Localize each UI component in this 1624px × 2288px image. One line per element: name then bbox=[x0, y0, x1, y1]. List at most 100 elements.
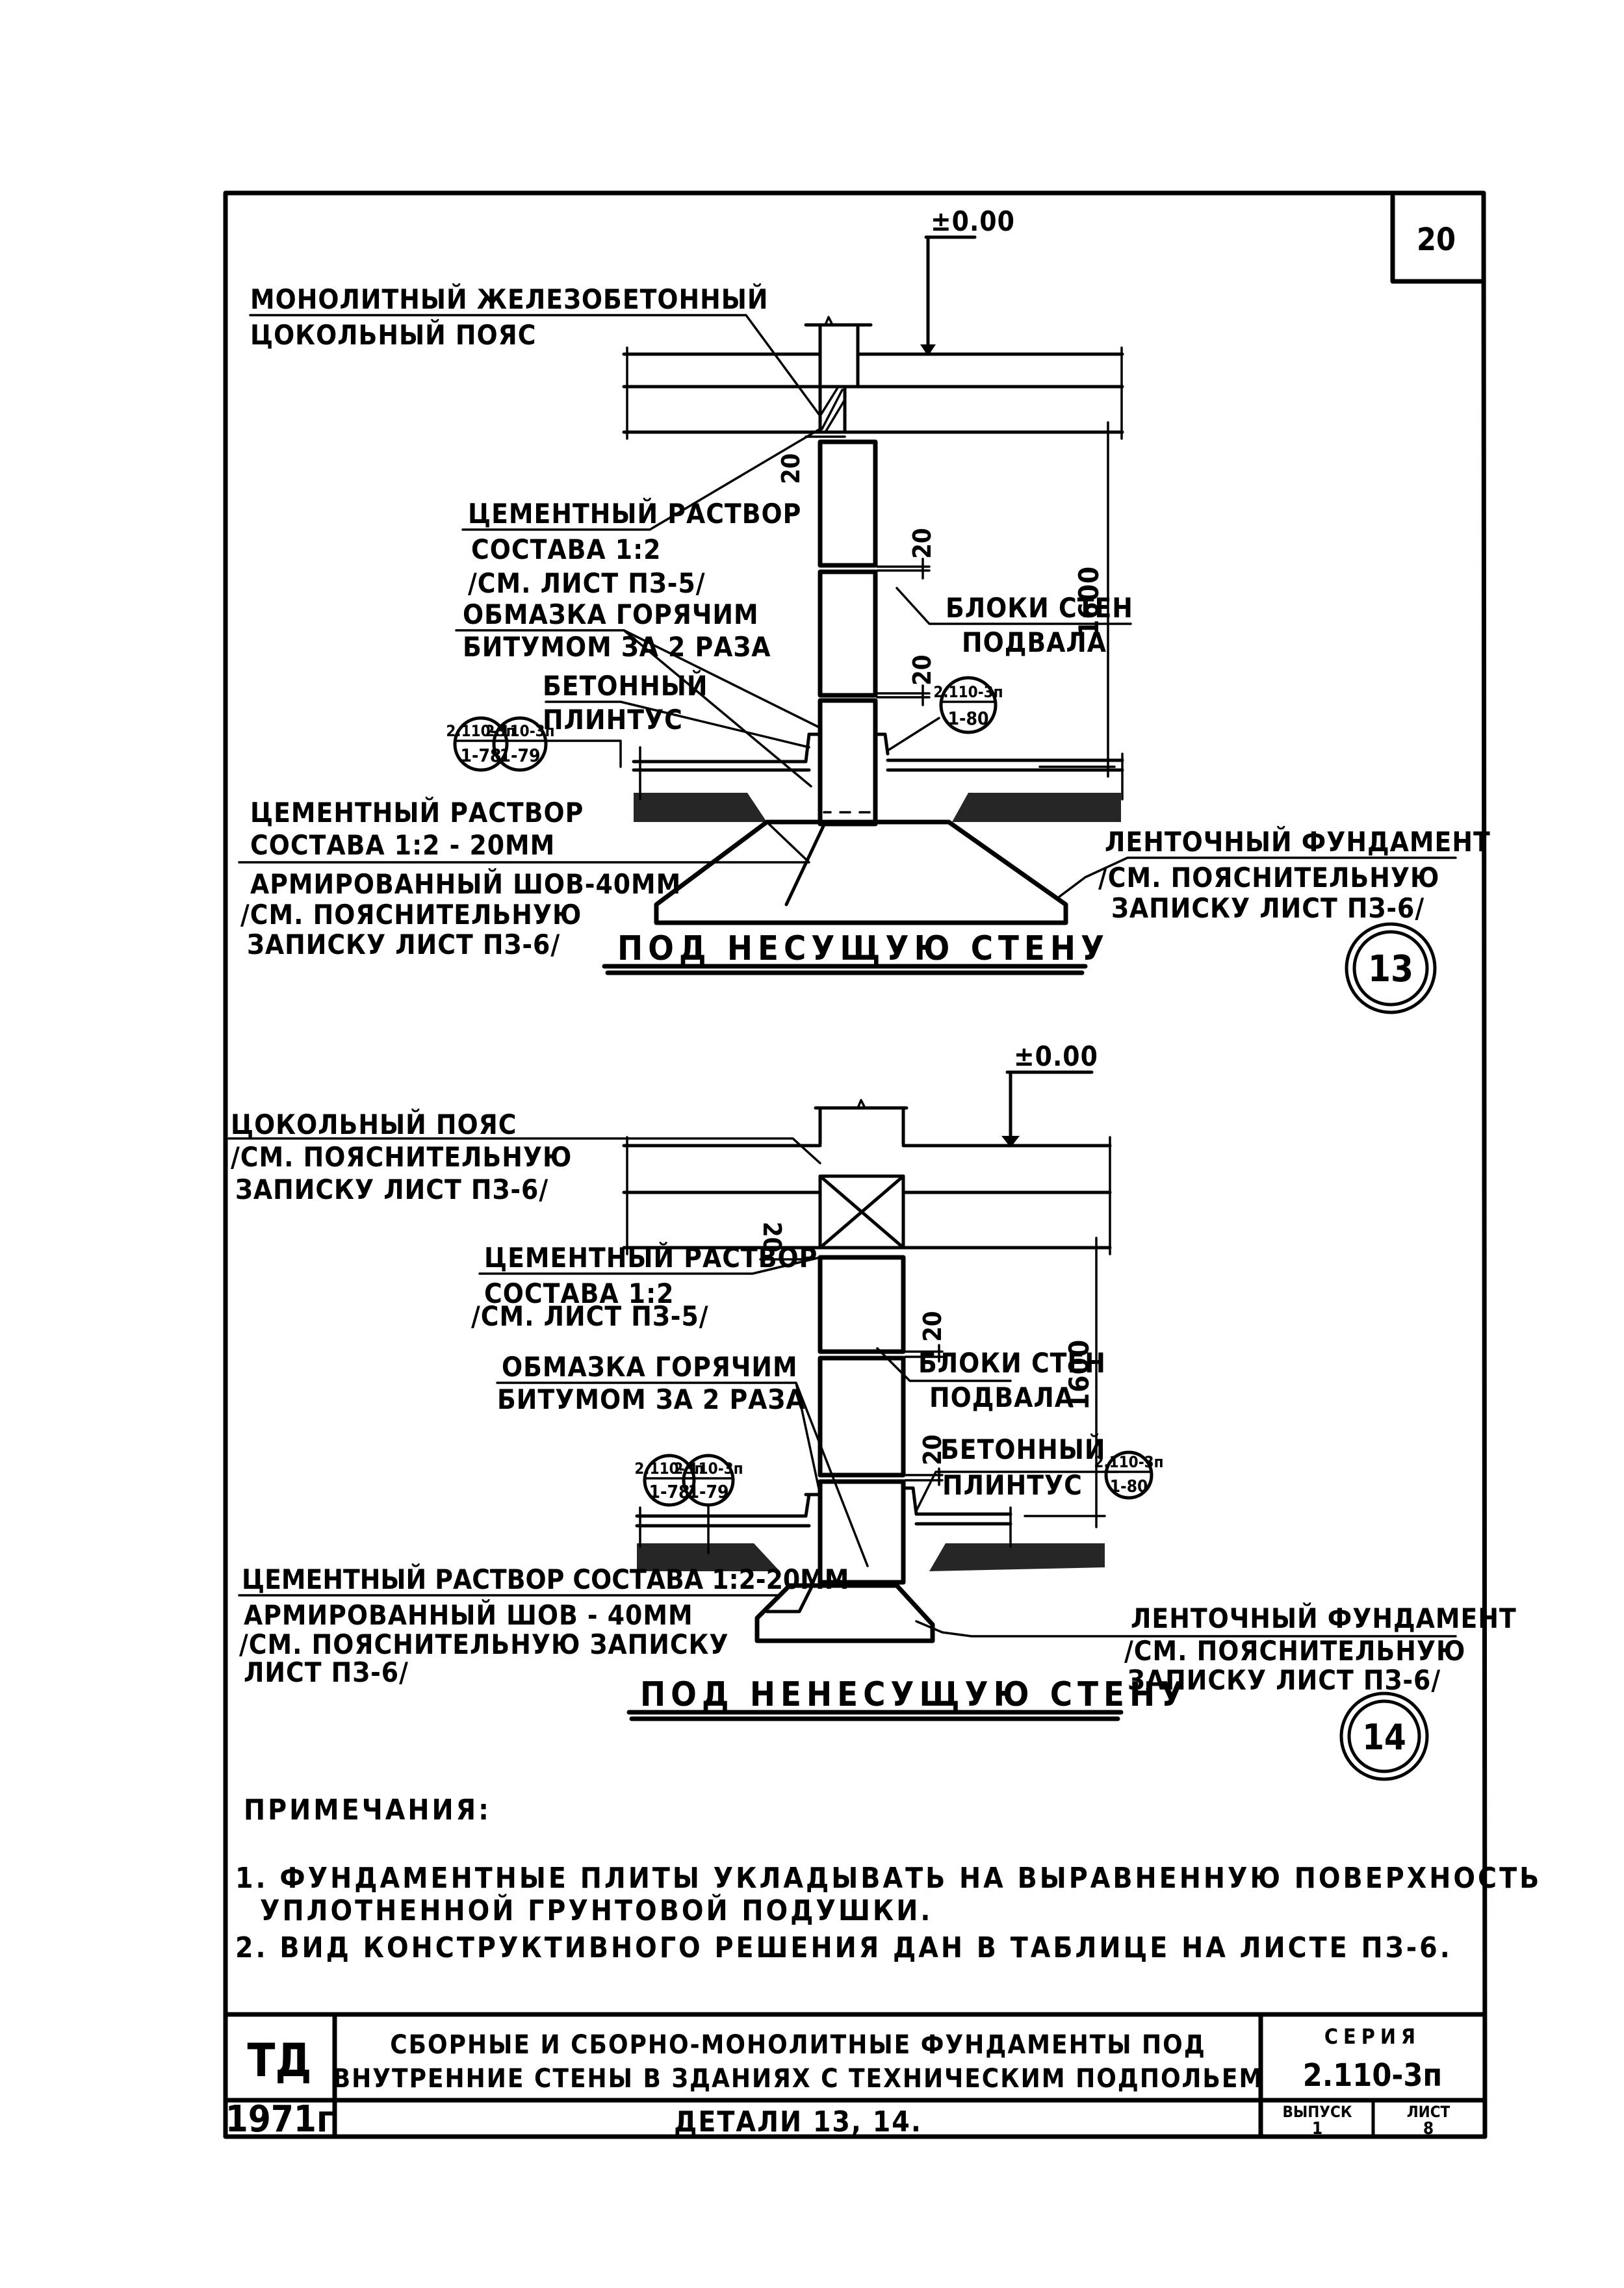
detail-13-marker-inner bbox=[1352, 930, 1429, 1007]
soil-hatch-right bbox=[952, 793, 1121, 822]
detail-13-marker-outer bbox=[1345, 922, 1437, 1014]
notes-heading: ПРИМЕЧАНИЯ: bbox=[244, 1793, 491, 1827]
elevation-mark: ±0.00 bbox=[1014, 1040, 1098, 1072]
ref-circle-1-80 bbox=[1104, 1450, 1154, 1500]
strip-footing bbox=[754, 1583, 935, 1643]
strip-footing bbox=[654, 819, 1068, 925]
label-bitumen: БИТУМОМ ЗА 2 РАЗА bbox=[497, 1383, 806, 1415]
detail-13-drawing bbox=[238, 235, 1457, 1014]
wall-block-3 bbox=[818, 698, 878, 827]
label-footing: ЛЕНТОЧНЫЙ ФУНДАМЕНТ bbox=[1105, 825, 1491, 858]
label-blocks: БЛОКИ СТЕН bbox=[918, 1347, 1106, 1379]
dim-joint: 20 bbox=[908, 654, 936, 686]
issue-value: 1 bbox=[1312, 2119, 1322, 2139]
label-blocks: ПОДВАЛА bbox=[929, 1382, 1074, 1413]
label-mortar: /СМ. ЛИСТ ПЗ-5/ bbox=[471, 1300, 709, 1332]
wall-block-2 bbox=[818, 1356, 906, 1478]
ref-circle-1-79 bbox=[682, 1454, 735, 1554]
dim-height: 1600 bbox=[1063, 1339, 1095, 1410]
label-base-mortar: СОСТАВА 1:2 - 20ММ bbox=[250, 829, 555, 861]
monolithic-belt bbox=[818, 385, 847, 434]
ref-sheet: 1-80 bbox=[947, 708, 988, 729]
label-belt: ЗАПИСКУ ЛИСТ ПЗ-6/ bbox=[235, 1174, 548, 1205]
label-base-mortar: ЦЕМЕНТНЫЙ РАСТВОР bbox=[250, 796, 584, 829]
ref-sheet: 1-78 bbox=[649, 1481, 690, 1502]
label-mortar: /СМ. ЛИСТ ПЗ-5/ bbox=[468, 567, 706, 599]
soil-hatch-left bbox=[637, 1543, 780, 1571]
series-label: СЕРИЯ bbox=[1324, 2024, 1421, 2049]
year: 1971г bbox=[226, 2098, 334, 2140]
series-value: 2.110-3п bbox=[1303, 2057, 1442, 2094]
page-number: 20 bbox=[1417, 222, 1456, 258]
label-bitumen: ОБМАЗКА ГОРЯЧИМ bbox=[463, 598, 759, 630]
label-mortar: ЦЕМЕНТНЫЙ РАСТВОР bbox=[484, 1241, 818, 1274]
soil-hatch-left bbox=[634, 793, 767, 822]
label-footing: ЛЕНТОЧНЫЙ ФУНДАМЕНТ bbox=[1131, 1602, 1517, 1634]
label-bitumen: ОБМАЗКА ГОРЯЧИМ bbox=[502, 1351, 798, 1383]
label-base-mortar: ЦЕМЕНТНЫЙ РАСТВОР СОСТАВА 1:2-20ММ bbox=[242, 1563, 849, 1595]
label-mortar: СОСТАВА 1:2 bbox=[484, 1278, 674, 1309]
note-item: 2. ВИД КОНСТРУКТИВНОГО РЕШЕНИЯ ДАН В ТАБ… bbox=[235, 1931, 1452, 1964]
ref-sheet: 1-79 bbox=[688, 1481, 728, 1502]
label-seam: ЛИСТ ПЗ-6/ bbox=[244, 1656, 409, 1688]
sheet-title: ДЕТАЛИ 13, 14. bbox=[674, 2105, 922, 2139]
ref-series: 2.110-3п bbox=[933, 683, 1003, 701]
dim-joint: 20 bbox=[918, 1311, 947, 1342]
ref-series: 2.110-3п bbox=[1094, 1453, 1163, 1471]
ref-sheet: 1-79 bbox=[499, 745, 540, 766]
wall-block-2 bbox=[818, 569, 878, 698]
label-seam: /СМ. ПОЯСНИТЕЛЬНУЮ ЗАПИСКУ bbox=[239, 1628, 729, 1660]
note-item: УПЛОТНЕННОЙ ГРУНТОВОЙ ПОДУШКИ. bbox=[260, 1893, 933, 1927]
dim-height: 1600 bbox=[1073, 566, 1105, 637]
label-belt: ЦОКОЛЬНЫЙ ПОЯС bbox=[231, 1108, 517, 1140]
soil-hatch-right bbox=[929, 1543, 1105, 1571]
ref-series: 2.110-3п bbox=[634, 1459, 704, 1478]
ref-series: 2.110-3п bbox=[446, 722, 515, 740]
detail-13-number: 13 bbox=[1368, 948, 1413, 990]
detail-14-caption: ПОД НЕНЕСУЩУЮ СТЕНУ bbox=[640, 1675, 1189, 1714]
plinth-belt bbox=[818, 1174, 905, 1250]
detail-14-text: 2.110-3п 1-78 2.110-3п 1-79 2.110-3п 1-8… bbox=[231, 1040, 1517, 1758]
dim-joint: 20 bbox=[918, 1434, 947, 1465]
label-plinth: ПЛИНТУС bbox=[942, 1469, 1083, 1501]
detail-13-text: 2.110-3п 1-78 2.110-3п 1-79 2.110-3п 1-8… bbox=[240, 205, 1491, 990]
wall-block-1 bbox=[818, 439, 878, 568]
elevation-mark: ±0.00 bbox=[931, 205, 1015, 237]
label-seam: АРМИРОВАННЫЙ ШОВ-40ММ bbox=[250, 868, 681, 900]
label-belt: ЦОКОЛЬНЫЙ ПОЯС bbox=[250, 318, 536, 351]
title-block bbox=[223, 2012, 1486, 2139]
label-blocks: ПОДВАЛА bbox=[962, 626, 1107, 658]
detail-13-caption: ПОД НЕСУЩУЮ СТЕНУ bbox=[617, 929, 1109, 968]
detail-14-number: 14 bbox=[1362, 1717, 1406, 1758]
detail-14-drawing bbox=[227, 1070, 1457, 1781]
ref-series: 2.110-3п bbox=[485, 722, 554, 740]
title-line-1: СБОРНЫЕ И СБОРНО-МОНОЛИТНЫЕ ФУНДАМЕНТЫ П… bbox=[390, 2030, 1206, 2060]
sheet-label: ЛИСТ bbox=[1407, 2103, 1450, 2121]
label-footing: ЗАПИСКУ ЛИСТ ПЗ-6/ bbox=[1128, 1664, 1441, 1696]
sheet-frame bbox=[223, 190, 1488, 2139]
dim-joint: 20 bbox=[777, 453, 805, 484]
label-mortar: СОСТАВА 1:2 bbox=[471, 533, 661, 565]
ref-circle-1-80 bbox=[939, 676, 998, 734]
label-blocks: БЛОКИ СТЕН bbox=[946, 592, 1133, 624]
label-footing: /СМ. ПОЯСНИТЕЛЬНУЮ bbox=[1124, 1635, 1465, 1667]
ref-series: 2.110-3п bbox=[673, 1459, 743, 1478]
label-belt: МОНОЛИТНЫЙ ЖЕЛЕЗОБЕТОННЫЙ bbox=[250, 283, 769, 315]
label-belt: /СМ. ПОЯСНИТЕЛЬНУЮ bbox=[231, 1141, 572, 1173]
issue-label: ВЫПУСК bbox=[1282, 2103, 1352, 2121]
dim-joint: 20 bbox=[758, 1222, 786, 1253]
label-seam: /СМ. ПОЯСНИТЕЛЬНУЮ bbox=[240, 899, 582, 931]
ref-circle-1-79 bbox=[492, 716, 622, 772]
org-mark: ТД bbox=[247, 2034, 311, 2087]
label-plinth: БЕТОННЫЙ bbox=[940, 1433, 1106, 1465]
label-footing: ЗАПИСКУ ЛИСТ ПЗ-6/ bbox=[1111, 892, 1424, 924]
dim-joint: 20 bbox=[908, 528, 936, 559]
label-seam: АРМИРОВАННЫЙ ШОВ - 40ММ bbox=[244, 1599, 693, 1631]
notes-section: ПРИМЕЧАНИЯ: 1. ФУНДАМЕНТНЫЕ ПЛИТЫ УКЛАДЫ… bbox=[235, 1793, 1539, 1964]
label-mortar: ЦЕМЕНТНЫЙ РАСТВОР bbox=[468, 497, 801, 530]
label-seam: ЗАПИСКУ ЛИСТ ПЗ-6/ bbox=[247, 929, 560, 960]
label-plinth: ПЛИНТУС bbox=[543, 704, 683, 736]
detail-14-marker-outer bbox=[1339, 1691, 1429, 1781]
detail-14-marker-inner bbox=[1347, 1699, 1421, 1773]
